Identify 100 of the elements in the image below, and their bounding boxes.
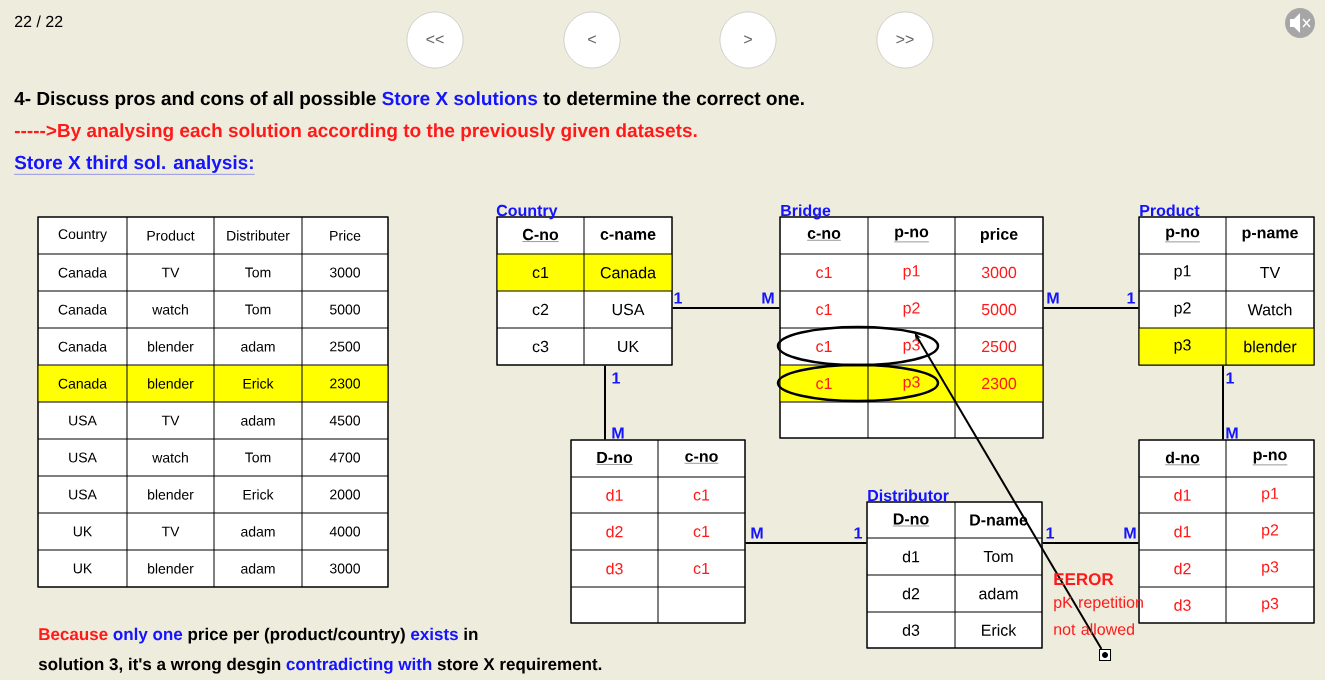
table-cell: Tom	[245, 267, 271, 278]
table-title: Country	[496, 204, 558, 220]
table-cell: d1	[1174, 525, 1191, 538]
table-cell: adam	[979, 587, 1018, 600]
table-cell: c1	[693, 562, 710, 575]
table-cell: p3	[903, 339, 920, 354]
table-cell: USA	[69, 489, 97, 500]
table-cell: p1	[1174, 265, 1191, 280]
table	[1138, 204, 1315, 366]
header-cell: p-no	[1252, 451, 1288, 466]
table-cell: d2	[606, 525, 623, 538]
table-cell: 4500	[329, 415, 361, 426]
relationship-line	[1041, 542, 1140, 544]
header-cell: p-no	[894, 228, 930, 243]
table	[779, 204, 1044, 439]
table-cell: c1	[532, 266, 549, 279]
cardinality-label: M	[1047, 292, 1059, 304]
table-cell: adam	[241, 341, 275, 352]
header-cell: p-name	[1242, 229, 1298, 242]
cardinality-label: 1	[612, 372, 620, 384]
header-cell: D-no	[892, 513, 930, 527]
table-cell: TV	[161, 415, 180, 426]
table-cell: blender	[148, 489, 194, 500]
table	[866, 489, 1043, 649]
label: exists	[411, 627, 458, 641]
table	[37, 216, 389, 588]
table-cell: 3000	[981, 266, 1017, 279]
table-cell: c1	[816, 340, 832, 353]
heading: 4- Discuss pros and cons of all possible Store X solutions to determine the correct one.	[14, 91, 804, 109]
table-title: Product	[1140, 204, 1200, 217]
table-cell: 3000	[329, 563, 361, 574]
cardinality-label: 1	[1127, 292, 1135, 304]
table-cell: p3	[1262, 561, 1279, 576]
table-cell: c1	[816, 266, 832, 279]
cardinality-label: M	[762, 292, 774, 304]
table-cell: c3	[532, 340, 549, 353]
header-cell: price	[980, 228, 1018, 243]
nav-button: >	[719, 11, 777, 69]
table-cell: d2	[902, 587, 920, 600]
table-cell: Canada	[58, 304, 107, 315]
table-cell: p2	[1262, 524, 1279, 539]
table-cell: blender	[148, 341, 194, 352]
table-cell: watch	[152, 452, 188, 463]
table-cell: c1	[816, 377, 832, 390]
table-cell: p3	[1262, 597, 1279, 613]
table-cell: 4000	[329, 526, 361, 537]
header-cell: C-no	[522, 228, 559, 242]
table-cell: UK	[73, 526, 93, 537]
header-cell: Product	[147, 230, 195, 241]
table-cell: p2	[1174, 302, 1191, 317]
table-cell: UK	[618, 340, 639, 353]
table-cell: blender	[148, 378, 194, 389]
header-cell: d-no	[1165, 451, 1201, 465]
relationship-line	[671, 307, 781, 309]
table-cell: d2	[1174, 562, 1191, 575]
table-cell: 2500	[982, 340, 1017, 353]
header-cell: c-name	[600, 231, 656, 240]
table-cell: p3	[1174, 339, 1191, 354]
table-cell: d1	[606, 489, 623, 501]
cardinality-label: M	[1226, 427, 1238, 439]
page-counter: 22 / 22	[15, 15, 63, 28]
table-cell: c1	[816, 303, 832, 316]
cardinality-label: M	[751, 527, 763, 539]
table-cell: p1	[1262, 487, 1279, 503]
table-cell: d1	[1174, 489, 1191, 501]
header-cell: Distributer	[227, 230, 290, 241]
table-cell: 2300	[982, 377, 1017, 390]
table	[496, 204, 673, 366]
table-cell: 2300	[330, 378, 361, 389]
table-cell: d1	[902, 550, 920, 563]
table-cell: c1	[693, 489, 710, 501]
table-cell: adam	[241, 415, 275, 426]
table-cell: adam	[241, 563, 275, 574]
table-cell: p1	[903, 265, 920, 280]
table-cell: watch	[152, 304, 188, 315]
conclusion-note: Because only one price per (product/country) exists in solution 3, it's a wrong desgin contradicting with store X requirement.	[38, 627, 602, 674]
table-cell: USA	[69, 415, 97, 426]
label: store X requirement.	[437, 657, 602, 674]
header-cell: c-no	[684, 453, 719, 464]
table-cell: USA	[69, 452, 97, 463]
table-cell: UK	[73, 563, 93, 574]
table-cell: TV	[1260, 267, 1281, 278]
table-cell: p2	[903, 302, 920, 317]
table-cell: Canada	[58, 378, 107, 389]
nav-button: <	[563, 11, 621, 69]
table-cell: 5000	[330, 304, 361, 315]
nav-button: <<	[406, 11, 464, 69]
table-cell: Tom	[983, 550, 1013, 563]
table-cell: Canada	[600, 266, 656, 279]
label: only one	[113, 627, 183, 644]
cardinality-label: 1	[674, 292, 682, 304]
relationship-line	[604, 364, 606, 441]
table-cell: c1	[693, 525, 710, 538]
table-cell: d3	[606, 562, 623, 575]
nav-button: >>	[876, 11, 934, 69]
cardinality-label: M	[1124, 527, 1136, 539]
header-cell: c-no	[806, 230, 842, 241]
table-title: Bridge	[781, 204, 831, 220]
cardinality-label: M	[612, 427, 624, 439]
table-cell: TV	[161, 267, 180, 278]
